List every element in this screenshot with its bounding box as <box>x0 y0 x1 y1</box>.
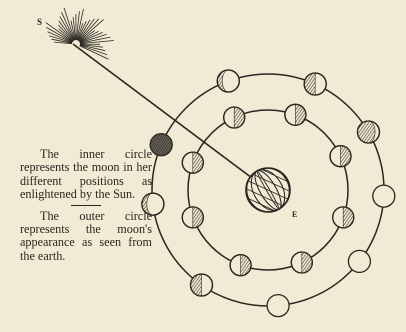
inner-moon-1 <box>182 152 203 173</box>
outer-moon-upper-right <box>304 73 326 95</box>
inner-moon-2 <box>224 107 245 128</box>
sun-label: S <box>37 17 42 27</box>
earth-label: E <box>292 210 297 219</box>
outer-moon-new <box>150 134 172 156</box>
sun-rays <box>46 8 114 59</box>
outer-moon-lower-right <box>348 250 370 272</box>
outer-moon-far-right <box>373 185 395 207</box>
inner-moon-6 <box>291 252 312 273</box>
earth-globe <box>239 160 297 219</box>
inner-moon-3 <box>285 104 306 125</box>
caption-divider <box>71 205 101 206</box>
caption: The inner circle represents the moon in … <box>20 148 152 263</box>
inner-moon-5 <box>333 207 354 228</box>
outer-moon-bottom <box>267 295 289 317</box>
inner-moon-8 <box>182 207 203 228</box>
caption-outer-circle: The outer circle represents the moon's a… <box>20 210 152 264</box>
outer-moon-upper-left <box>217 70 239 92</box>
caption-inner-circle: The inner circle represents the moon in … <box>20 148 152 202</box>
inner-moon-7 <box>230 255 251 276</box>
outer-moon-lower-left <box>191 274 213 296</box>
outer-moon-right <box>358 121 380 143</box>
inner-moon-4 <box>330 146 351 167</box>
